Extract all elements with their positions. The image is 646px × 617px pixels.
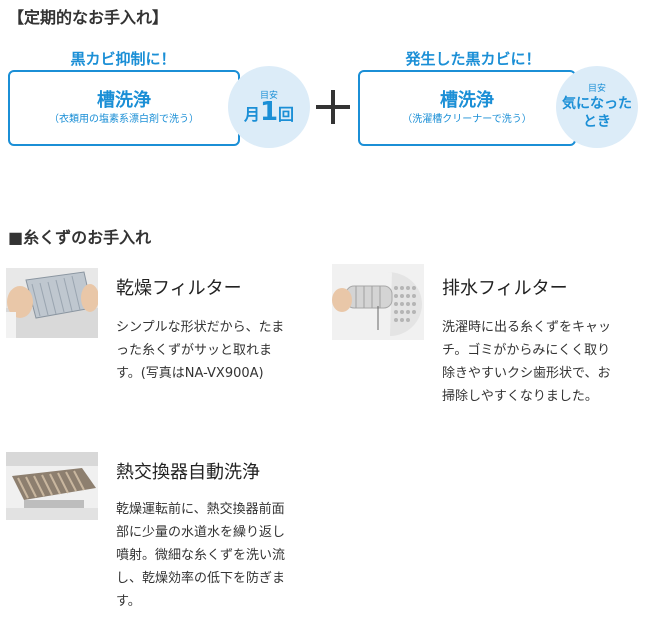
drying-filter-title: 乾燥フィルター	[116, 278, 242, 299]
drying-filter-line: った糸くずがサッと取れま	[116, 343, 273, 358]
drain-filter-line: 除きやすいクシ歯形状で、お	[442, 366, 611, 381]
drying-filter-line: シンプルな形状だから、たま	[116, 320, 285, 335]
drying-filter-line: す。(写真はNA-VX900A)	[116, 366, 264, 381]
drain-filter-text: 洗濯時に出る糸くずをキャッ チ。ゴミがからみにくく取り 除きやすいクシ歯形状で、…	[442, 316, 638, 408]
heat-exchanger-line: す。	[116, 594, 141, 609]
heat-exchanger-line: 乾燥運転前に、熱交換器前面	[116, 502, 285, 517]
drain-filter-line: チ。ゴミがからみにくく取り	[442, 343, 611, 358]
left-circle-post: 回	[278, 104, 295, 124]
right-circle-line2: とき	[583, 114, 611, 130]
left-frequency-circle: 目安 月1回	[228, 66, 310, 148]
right-circle-guide: 目安	[587, 84, 606, 94]
heat-exchanger-line: 噴射。微細な糸くずを洗い流	[116, 548, 286, 563]
drain-filter-line: 掃除しやすくなりました。	[442, 389, 598, 404]
drain-filter-photo	[332, 264, 424, 340]
right-circle-line1: 気になった	[562, 96, 632, 112]
right-frequency-circle: 目安 気になった とき	[556, 66, 638, 148]
right-tub-cleaning-box: 槽洗浄 （洗濯槽クリーナーで洗う）	[358, 70, 576, 146]
periodic-care-title: 【定期的なお手入れ】	[8, 8, 169, 27]
plus-icon	[316, 90, 350, 124]
heat-exchanger-line: し、乾燥効率の低下を防ぎま	[116, 571, 286, 586]
heat-exchanger-photo	[6, 452, 98, 520]
right-heading: 発生した黒カビに！	[405, 50, 541, 68]
left-box-title: 槽洗浄	[97, 90, 151, 111]
left-circle-pre: 月	[243, 104, 260, 124]
left-circle-frequency: 月1回	[243, 99, 295, 125]
drying-filter-photo	[6, 268, 98, 338]
left-box-sub: （衣類用の塩素系漂白剤で洗う）	[49, 114, 199, 125]
drain-filter-line: 洗濯時に出る糸くずをキャッ	[442, 320, 612, 335]
left-tub-cleaning-box: 槽洗浄 （衣類用の塩素系漂白剤で洗う）	[8, 70, 240, 146]
heat-exchanger-text: 乾燥運転前に、熱交換器前面 部に少量の水道水を繰り返し 噴射。微細な糸くずを洗い…	[116, 498, 316, 613]
left-circle-guide: 目安	[259, 90, 278, 101]
lint-care-title: ■糸くずのお手入れ	[8, 228, 152, 247]
drying-filter-text: シンプルな形状だから、たま った糸くずがサッと取れま す。(写真はNA-VX90…	[116, 316, 316, 385]
drain-filter-title: 排水フィルター	[442, 278, 568, 299]
left-heading: 黒カビ抑制に！	[70, 50, 176, 68]
right-box-sub: （洗濯槽クリーナーで洗う）	[402, 114, 532, 125]
heat-exchanger-title: 熱交換器自動洗浄	[116, 462, 260, 483]
heat-exchanger-line: 部に少量の水道水を繰り返し	[116, 525, 286, 540]
right-box-title: 槽洗浄	[440, 90, 494, 111]
left-circle-number: 1	[259, 96, 279, 127]
